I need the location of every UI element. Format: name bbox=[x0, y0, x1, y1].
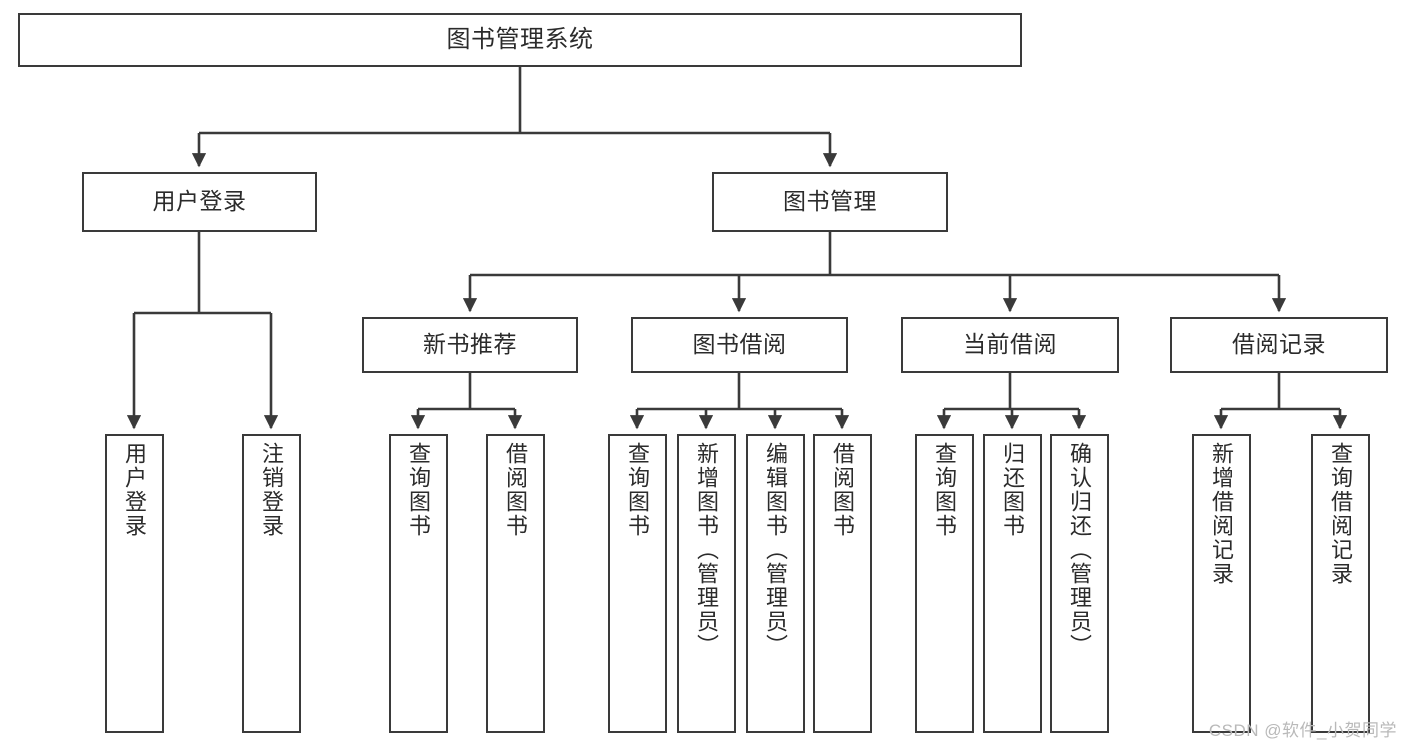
node-label: 新增图书（管理员） bbox=[694, 442, 720, 658]
node-label: 图书借阅 bbox=[692, 331, 787, 358]
node-label: 当前借阅 bbox=[963, 331, 1057, 358]
node-leaf-borrow-book-rec[interactable]: 借阅图书 bbox=[486, 434, 545, 733]
node-label: 借阅图书 bbox=[830, 442, 856, 538]
node-label: 用户登录 bbox=[152, 188, 247, 215]
node-label: 确认归还（管理员） bbox=[1067, 442, 1093, 658]
node-leaf-query-book-rec[interactable]: 查询图书 bbox=[389, 434, 448, 733]
node-book-borrow[interactable]: 图书借阅 bbox=[631, 317, 848, 373]
node-label: 查询图书 bbox=[932, 442, 958, 538]
node-label: 归还图书 bbox=[1000, 442, 1026, 538]
node-label: 新书推荐 bbox=[423, 331, 517, 358]
node-borrow-record[interactable]: 借阅记录 bbox=[1170, 317, 1388, 373]
node-label: 新增借阅记录 bbox=[1209, 442, 1235, 586]
node-leaf-confirm-return-admin[interactable]: 确认归还（管理员） bbox=[1050, 434, 1109, 733]
node-label: 用户登录 bbox=[122, 442, 148, 538]
node-leaf-edit-book-admin[interactable]: 编辑图书（管理员） bbox=[746, 434, 805, 733]
node-leaf-add-borrow-record[interactable]: 新增借阅记录 bbox=[1192, 434, 1251, 733]
node-label: 借阅图书 bbox=[503, 442, 529, 538]
watermark-csdn: CSDN @软件_小贺同学 bbox=[1208, 721, 1397, 740]
node-leaf-return-book[interactable]: 归还图书 bbox=[983, 434, 1042, 733]
node-label: 图书管理系统 bbox=[446, 25, 594, 53]
node-user-login[interactable]: 用户登录 bbox=[82, 172, 317, 232]
node-label: 查询借阅记录 bbox=[1328, 442, 1354, 586]
node-label: 查询图书 bbox=[625, 442, 651, 538]
node-new-book-recommendation[interactable]: 新书推荐 bbox=[362, 317, 578, 373]
node-label: 查询图书 bbox=[406, 442, 432, 538]
node-label: 注销登录 bbox=[259, 442, 285, 538]
node-label: 图书管理 bbox=[783, 188, 877, 215]
node-leaf-user-login[interactable]: 用户登录 bbox=[105, 434, 164, 733]
node-leaf-query-book-borrow[interactable]: 查询图书 bbox=[608, 434, 667, 733]
node-current-borrow[interactable]: 当前借阅 bbox=[901, 317, 1119, 373]
node-leaf-query-borrow-record[interactable]: 查询借阅记录 bbox=[1311, 434, 1370, 733]
node-label: 编辑图书（管理员） bbox=[763, 442, 789, 658]
node-root-book-management-system[interactable]: 图书管理系统 bbox=[18, 13, 1022, 67]
node-book-management[interactable]: 图书管理 bbox=[712, 172, 948, 232]
node-leaf-query-book-current[interactable]: 查询图书 bbox=[915, 434, 974, 733]
node-leaf-borrow-book[interactable]: 借阅图书 bbox=[813, 434, 872, 733]
node-label: 借阅记录 bbox=[1232, 331, 1326, 358]
node-leaf-add-book-admin[interactable]: 新增图书（管理员） bbox=[677, 434, 736, 733]
node-leaf-logout[interactable]: 注销登录 bbox=[242, 434, 301, 733]
